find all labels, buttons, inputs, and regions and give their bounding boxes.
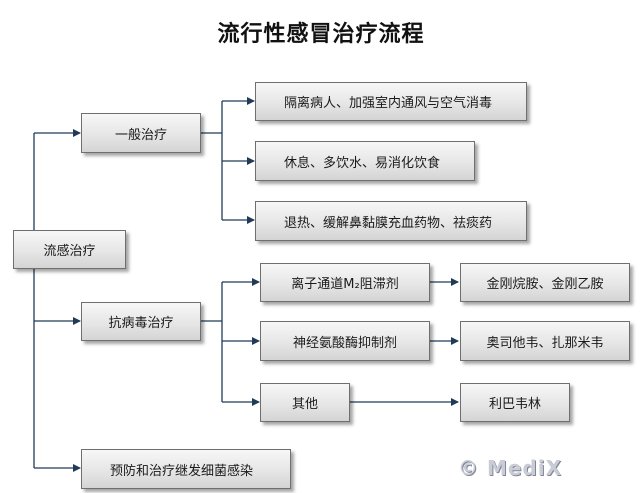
page-title: 流行性感冒治疗流程 [217,21,425,47]
general-treatment-node: 一般治疗 [81,113,201,153]
antiviral-treatment-node: 抗病毒治疗 [81,302,201,341]
drug-ribavirin: 利巴韦林 [460,383,570,422]
prevention-node: 预防和治疗继发细菌感染 [81,449,291,489]
general-item-rest: 休息、多饮水、易消化饮食 [255,141,475,181]
drug-adamantanes: 金刚烷胺、金刚乙胺 [460,263,630,302]
drug-neuraminidase-inhibitors: 奥司他韦、扎那米韦 [460,321,630,361]
antiviral-category-neuraminidase: 神经氨酸酶抑制剂 [260,321,430,361]
general-item-isolation: 隔离病人、加强室内通风与空气消毒 [255,82,527,121]
general-item-symptomatic: 退热、缓解鼻黏膜充血药物、祛痰药 [255,201,527,241]
antiviral-category-other: 其他 [260,383,350,422]
watermark-logo: © MediX [458,456,563,480]
antiviral-category-ion-channel: 离子通道M₂阻滞剂 [260,263,430,302]
root-node: 流感治疗 [13,230,126,269]
